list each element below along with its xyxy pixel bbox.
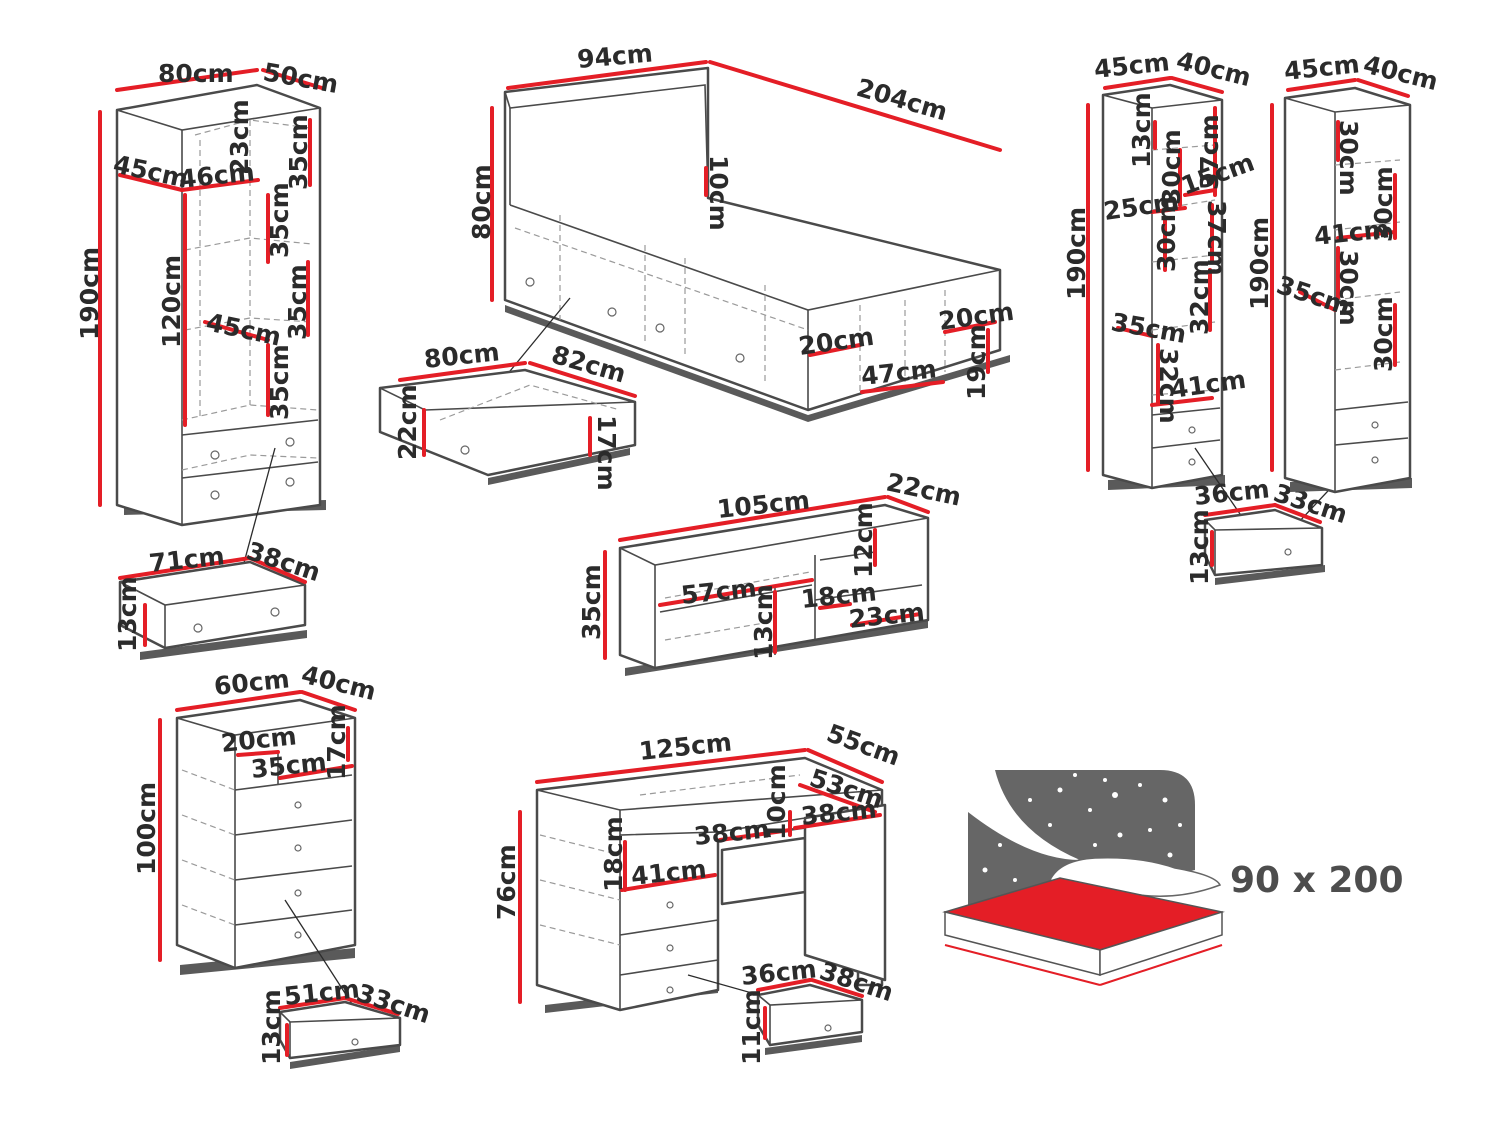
dresser-height: 100cm	[132, 782, 161, 875]
bed-drawer-height: 22cm	[393, 384, 422, 460]
shelf-g12: 12cm	[849, 502, 878, 578]
bookcase-b-g30a: 30cm	[1334, 120, 1363, 196]
bookcase-a-g37b: 37cm	[1202, 200, 1231, 276]
shelf-depth: 22cm	[884, 468, 964, 512]
wardrobe-gap1: 35cm	[284, 114, 313, 190]
wardrobe-drawer-height: 13cm	[113, 576, 142, 652]
dresser-drawer-height: 13cm	[257, 989, 286, 1065]
mattress-illustration: 90 x 200	[942, 770, 1404, 986]
bed-cubby-height: 19cm	[962, 324, 991, 400]
stars-icon	[982, 773, 1182, 882]
desk: 125cm 55cm 76cm 53cm 38cm 10cm 38cm 18cm…	[492, 718, 904, 1065]
bookcase-b-depth: 40cm	[1361, 50, 1441, 96]
bookcase-b-height: 190cm	[1245, 217, 1274, 310]
bookcase-a-depth: 40cm	[1174, 46, 1254, 92]
bed-width: 94cm	[576, 38, 654, 73]
desk-drawer-height: 11cm	[737, 989, 766, 1065]
bookcase-a-g30b: 30cm	[1152, 196, 1181, 272]
shelf-height: 35cm	[577, 564, 606, 640]
mattress-size: 90 x 200	[1230, 860, 1404, 901]
bed: 94cm 204cm 80cm 10cm 20cm 20cm 47cm 19cm…	[378, 38, 1016, 491]
wardrobe-gap2: 35cm	[265, 182, 294, 258]
bookcase-b-g30c: 30cm	[1334, 250, 1363, 326]
bookcase-drawer-height: 13cm	[1185, 509, 1214, 585]
wardrobe: 80cm 50cm 190cm 120cm 45cm 46cm 45cm 23c…	[75, 57, 341, 660]
wardrobe-gap3: 35cm	[283, 264, 312, 340]
dresser: 60cm 40cm 100cm 20cm 35cm 17cm 51cm 33cm…	[132, 660, 434, 1069]
desk-g18: 18cm	[599, 816, 628, 892]
dresser-g17: 17cm	[322, 704, 351, 780]
bed-drawer-inner: 17cm	[592, 415, 621, 491]
wardrobe-rail: 120cm	[157, 255, 186, 348]
wardrobe-width: 80cm	[158, 59, 234, 88]
bookcase-a-height: 190cm	[1062, 207, 1091, 300]
wardrobe-gap4: 35cm	[265, 344, 294, 420]
bookcase-a-g37a: 37cm	[1195, 114, 1224, 190]
bed-headboard: 80cm	[467, 164, 496, 240]
bookcase-b: 45cm 40cm 190cm 30cm 30cm 41cm 30cm 35cm…	[1245, 49, 1441, 494]
bookcase-a-g13: 13cm	[1127, 92, 1156, 168]
wall-shelf: 105cm 22cm 35cm 57cm 12cm 18cm 23cm 13cm	[577, 468, 964, 676]
wardrobe-gap-top: 23cm	[225, 99, 254, 175]
shelf-g13: 13cm	[749, 584, 778, 660]
dresser-depth: 40cm	[299, 660, 379, 706]
wardrobe-height: 190cm	[75, 247, 104, 340]
bookcase-a-g32b: 32cm	[1154, 348, 1183, 424]
bookcase-a: 45cm 40cm 190cm 13cm 37cm 30cm 15cm 25cm…	[1062, 46, 1386, 585]
desk-g10: 10cm	[762, 764, 791, 840]
bed-frame: 10cm	[704, 155, 733, 231]
bookcase-a-g32a: 32cm	[1185, 259, 1214, 335]
bookcase-b-g30d: 30cm	[1369, 296, 1398, 372]
bookcase-b-g30b: 30cm	[1369, 166, 1398, 242]
bookcase-a-g30a: 30cm	[1157, 129, 1186, 205]
desk-height: 76cm	[492, 844, 521, 920]
